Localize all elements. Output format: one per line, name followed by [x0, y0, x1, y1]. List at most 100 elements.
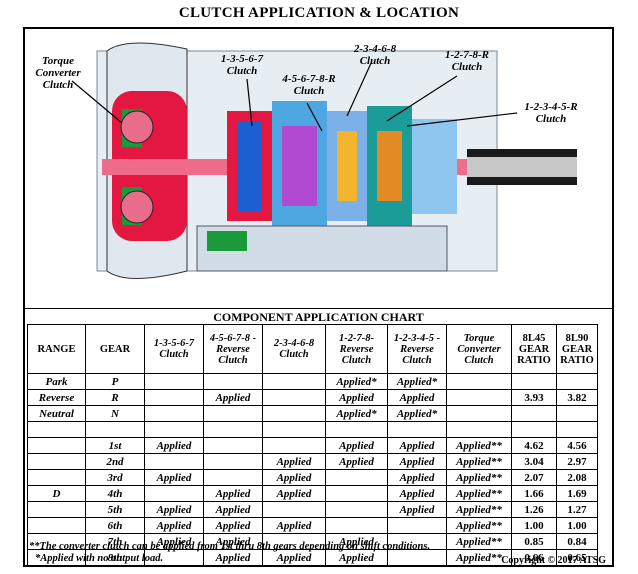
- document-frame: Torque Converter Clutch 1-3-5-6-7 Clutch…: [23, 27, 614, 567]
- cell-r45: 3.93: [511, 389, 557, 406]
- footnote-no-output-load: *Applied with no output load.: [35, 553, 164, 564]
- footnote-converter-clutch: **The converter clutch can be applied fr…: [29, 541, 431, 552]
- cell-c3: [262, 405, 326, 422]
- cell-c4: [325, 469, 388, 486]
- cell-r45: 1.00: [511, 517, 557, 534]
- cell-r90: 2.97: [556, 453, 598, 470]
- cell-c2: [203, 437, 263, 454]
- cell-c3: Applied: [262, 485, 326, 502]
- cell-gear: R: [85, 389, 145, 406]
- cell-c2: [203, 405, 263, 422]
- cell-c5: Applied: [387, 469, 447, 486]
- cell-gear: 1st: [85, 437, 145, 454]
- header-torque-converter-clutch: Torque Converter Clutch: [446, 324, 512, 374]
- cell-c4: Applied: [325, 549, 388, 566]
- header-clutch-12345r: 1-2-3-4-5 -Reverse Clutch: [387, 324, 447, 374]
- cell-c1: [144, 405, 204, 422]
- footnotes: **The converter clutch can be applied fr…: [29, 541, 612, 565]
- cell-gear: P: [85, 373, 145, 390]
- header-clutch-23468: 2-3-4-6-8 Clutch: [262, 324, 326, 374]
- cell-r90: [556, 373, 598, 390]
- header-clutch-1278r: 1-2-7-8- Reverse Clutch: [325, 324, 388, 374]
- cell-c2: Applied: [203, 549, 263, 566]
- clutch-1278r-callout: 1-2-7-8-R Clutch: [445, 49, 489, 73]
- cell-c4: [325, 517, 388, 534]
- cell-r90: 3.82: [556, 389, 598, 406]
- cell-tcc: Applied**: [446, 437, 512, 454]
- cell-r45: 2.07: [511, 469, 557, 486]
- cell-c5: Applied: [387, 485, 447, 502]
- cell-c1: Applied: [144, 517, 204, 534]
- cell-c2: [203, 469, 263, 486]
- cell-r90: 1.27: [556, 501, 598, 518]
- cell-c2: Applied: [203, 501, 263, 518]
- cell-range: Park: [27, 373, 86, 390]
- header-8l45-ratio: 8L45 GEAR RATIO: [511, 324, 557, 374]
- cell-tcc: Applied**: [446, 549, 512, 566]
- cell-gear: N: [85, 405, 145, 422]
- cell-c2: Applied: [203, 517, 263, 534]
- cell-c3: [262, 373, 326, 390]
- component-application-chart-title: COMPONENT APPLICATION CHART: [25, 308, 612, 325]
- cell-r45: [511, 405, 557, 422]
- cell-tcc: Applied**: [446, 469, 512, 486]
- cell-r90: [556, 405, 598, 422]
- header-range: RANGE: [27, 324, 86, 374]
- cell-c5: Applied*: [387, 373, 447, 390]
- cell-r45: 1.26: [511, 501, 557, 518]
- cell-r45: [511, 421, 557, 438]
- cell-c5: [387, 421, 447, 438]
- header-clutch-45678r: 4-5-6-7-8 -Reverse Clutch: [203, 324, 263, 374]
- cell-range: Reverse: [27, 389, 86, 406]
- cell-gear: 5th: [85, 501, 145, 518]
- cell-c4: Applied: [325, 389, 388, 406]
- cell-gear: 6th: [85, 517, 145, 534]
- cell-range: [27, 469, 86, 486]
- cell-c4: Applied: [325, 453, 388, 470]
- cell-c1: [144, 421, 204, 438]
- cell-c5: Applied: [387, 437, 447, 454]
- cell-c4: Applied: [325, 437, 388, 454]
- cell-r90: 1.69: [556, 485, 598, 502]
- cell-range: [27, 453, 86, 470]
- cell-r90: 2.08: [556, 469, 598, 486]
- header-gear: GEAR: [85, 324, 145, 374]
- cell-c5: Applied*: [387, 405, 447, 422]
- cell-r90: 0.84: [556, 533, 598, 550]
- transmission-cutaway-diagram: [71, 42, 577, 279]
- header-clutch-13567: 1-3-5-6-7 Clutch: [144, 324, 204, 374]
- component-application-table: RANGE GEAR 1-3-5-6-7 Clutch 4-5-6-7-8 -R…: [27, 324, 598, 566]
- cell-r45: 0.85: [511, 533, 557, 550]
- cell-gear: 8th: [85, 549, 145, 566]
- cell-r45: 1.66: [511, 485, 557, 502]
- cell-r45: 3.04: [511, 453, 557, 470]
- cell-c2: Applied: [203, 389, 263, 406]
- cell-r90: [556, 421, 598, 438]
- cell-c4: [325, 501, 388, 518]
- cell-c5: Applied: [387, 389, 447, 406]
- table-row: [27, 421, 598, 438]
- cell-gear: 2nd: [85, 453, 145, 470]
- cell-c1: [144, 453, 204, 470]
- cell-c3: Applied: [262, 469, 326, 486]
- cell-tcc: Applied**: [446, 517, 512, 534]
- cell-tcc: [446, 389, 512, 406]
- cell-gear: 4th: [85, 485, 145, 502]
- torque-converter-clutch-callout: Torque Converter Clutch: [35, 55, 81, 91]
- cell-range: D: [27, 485, 86, 502]
- clutch-45678r-callout: 4-5-6-7-8-R Clutch: [282, 73, 336, 97]
- cell-tcc: Applied**: [446, 501, 512, 518]
- cell-range: Neutral: [27, 405, 86, 422]
- cell-c2: [203, 453, 263, 470]
- page-title: CLUTCH APPLICATION & LOCATION: [178, 5, 460, 21]
- header-8l90-ratio: 8L90 GEAR RATIO: [556, 324, 598, 374]
- cell-range: [27, 501, 86, 518]
- cell-range: [27, 437, 86, 454]
- cell-c4: [325, 485, 388, 502]
